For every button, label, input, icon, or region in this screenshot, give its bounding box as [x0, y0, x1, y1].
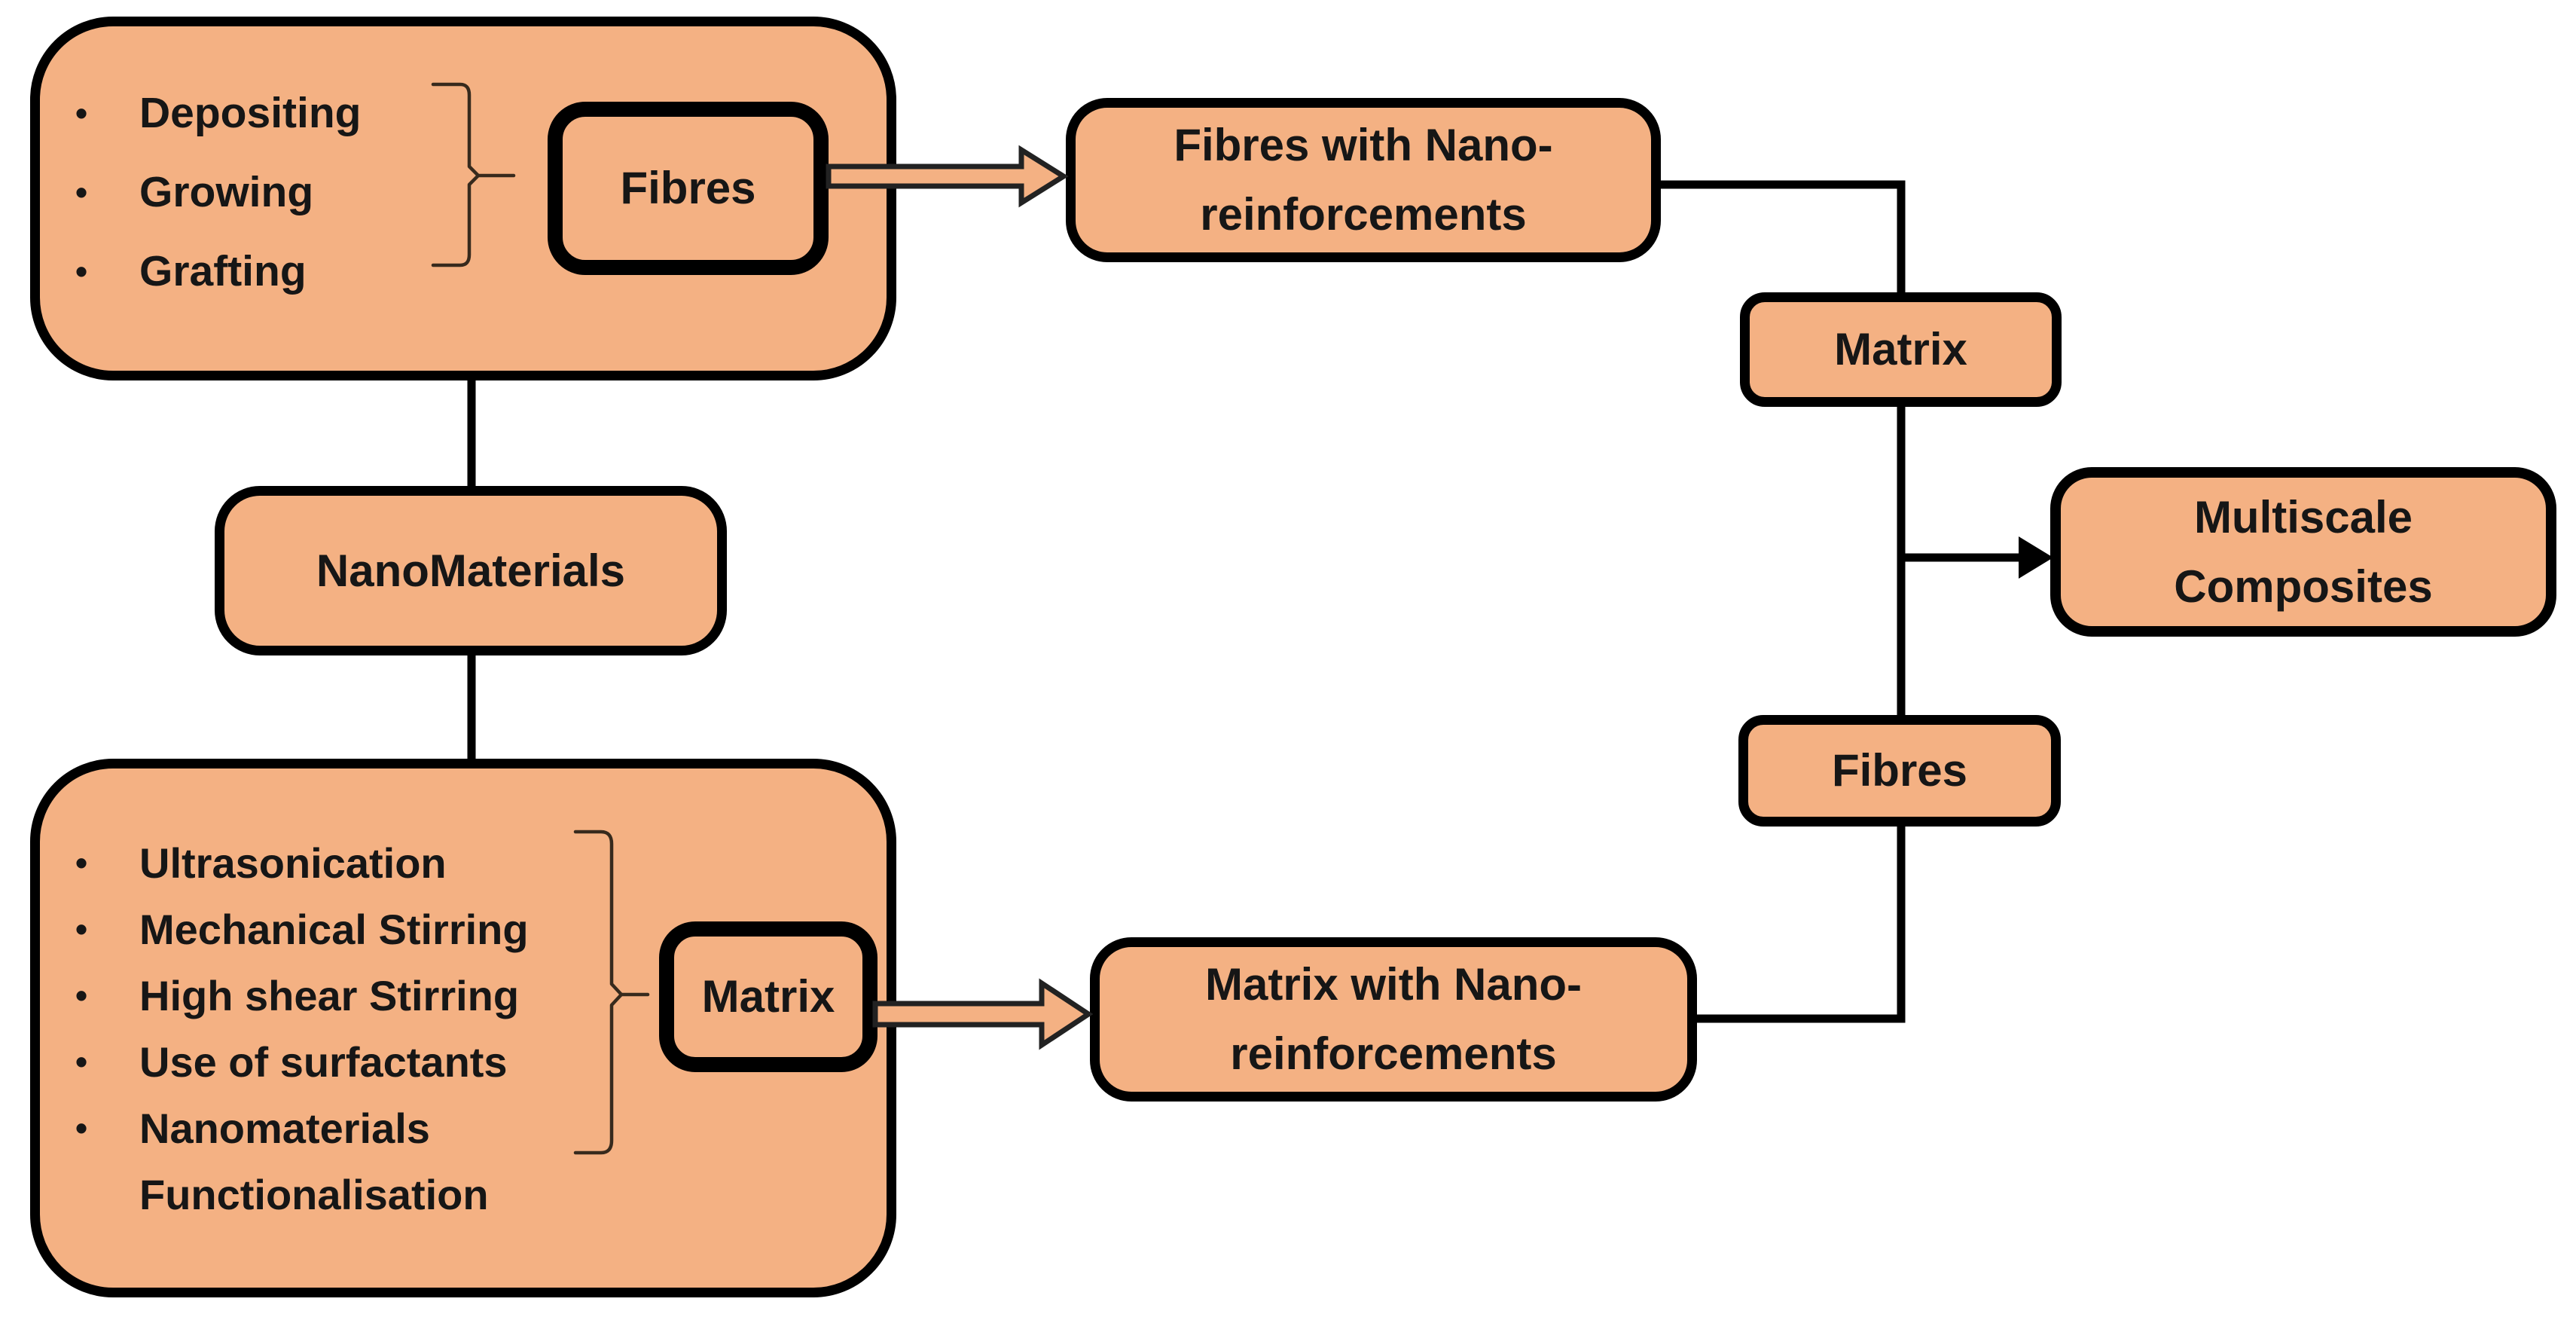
node-label-line1: Fibres with Nano- — [1174, 120, 1553, 170]
list-item-continuation: Functionalisation — [75, 1161, 529, 1227]
node-label-line2: reinforcements — [1200, 189, 1527, 240]
bullet-list-fibre-treatments: • Depositing • Growing • Grafting — [75, 73, 362, 310]
node-label: Fibres — [620, 163, 756, 213]
multiscale-composites-node: Multiscale Composites — [2050, 467, 2556, 637]
bullet-icon: • — [75, 1108, 88, 1147]
bullet-icon: • — [75, 1042, 88, 1081]
list-item: • Grafting — [75, 231, 362, 310]
list-item-label: Mechanical Stirring — [139, 905, 529, 953]
node-label: NanoMaterials — [316, 545, 626, 596]
list-item: • Ultrasonication — [75, 830, 529, 896]
bullet-icon: • — [75, 843, 88, 882]
list-item-label: Use of surfactants — [139, 1037, 508, 1086]
node-label-line2: Composites — [2174, 561, 2433, 612]
connector-fibres-to-matrixnano — [1695, 822, 1906, 1023]
arrowhead-multiscale-icon — [2019, 536, 2053, 579]
block-arrow-matrix-icon — [872, 978, 1094, 1050]
list-item-label: High shear Stirring — [139, 971, 520, 1019]
bullet-list-matrix-treatments: • Ultrasonication • Mechanical Stirring … — [75, 830, 529, 1227]
fibres-with-nano-node: Fibres with Nano- reinforcements — [1066, 98, 1661, 262]
list-item: • Nanomaterials — [75, 1095, 529, 1161]
bullet-icon: • — [75, 251, 88, 291]
node-label: Fibres with Nano- reinforcements — [1174, 111, 1552, 249]
list-item: • High shear Stirring — [75, 962, 529, 1028]
node-label: Matrix — [1834, 324, 1967, 374]
bullet-icon: • — [75, 976, 88, 1015]
node-label: Matrix with Nano- reinforcements — [1205, 950, 1582, 1089]
list-item-label: Functionalisation — [139, 1170, 489, 1218]
list-item: • Growing — [75, 152, 362, 231]
matrix-with-nano-node: Matrix with Nano- reinforcements — [1090, 937, 1697, 1102]
matrix-mid-node: Matrix — [1740, 292, 2062, 407]
list-item: • Use of surfactants — [75, 1028, 529, 1095]
list-item: • Depositing — [75, 73, 362, 152]
fibres-source-node: Fibres — [548, 102, 829, 275]
node-label: Matrix — [701, 971, 835, 1022]
list-item-label: Nanomaterials — [139, 1104, 430, 1152]
nanomaterials-node: NanoMaterials — [215, 486, 727, 655]
fibres-mid-node: Fibres — [1738, 715, 2061, 827]
list-item-label: Depositing — [139, 88, 362, 137]
bullet-icon: • — [75, 172, 88, 212]
list-item: • Mechanical Stirring — [75, 896, 529, 962]
matrix-source-node: Matrix — [659, 921, 877, 1072]
node-label-line2: reinforcements — [1230, 1028, 1557, 1079]
node-label-line1: Multiscale — [2193, 491, 2413, 542]
list-item-label: Ultrasonication — [139, 839, 447, 887]
node-label-line1: Matrix with Nano- — [1204, 959, 1582, 1010]
list-item-label: Grafting — [139, 246, 307, 295]
bullet-icon: • — [75, 909, 88, 949]
bullet-icon: • — [75, 93, 88, 133]
node-label: Fibres — [1831, 745, 1968, 796]
connector-fibresnano-to-matrix — [1657, 180, 1906, 297]
list-item-label: Growing — [139, 167, 314, 216]
node-label: Multiscale Composites — [2174, 483, 2432, 622]
